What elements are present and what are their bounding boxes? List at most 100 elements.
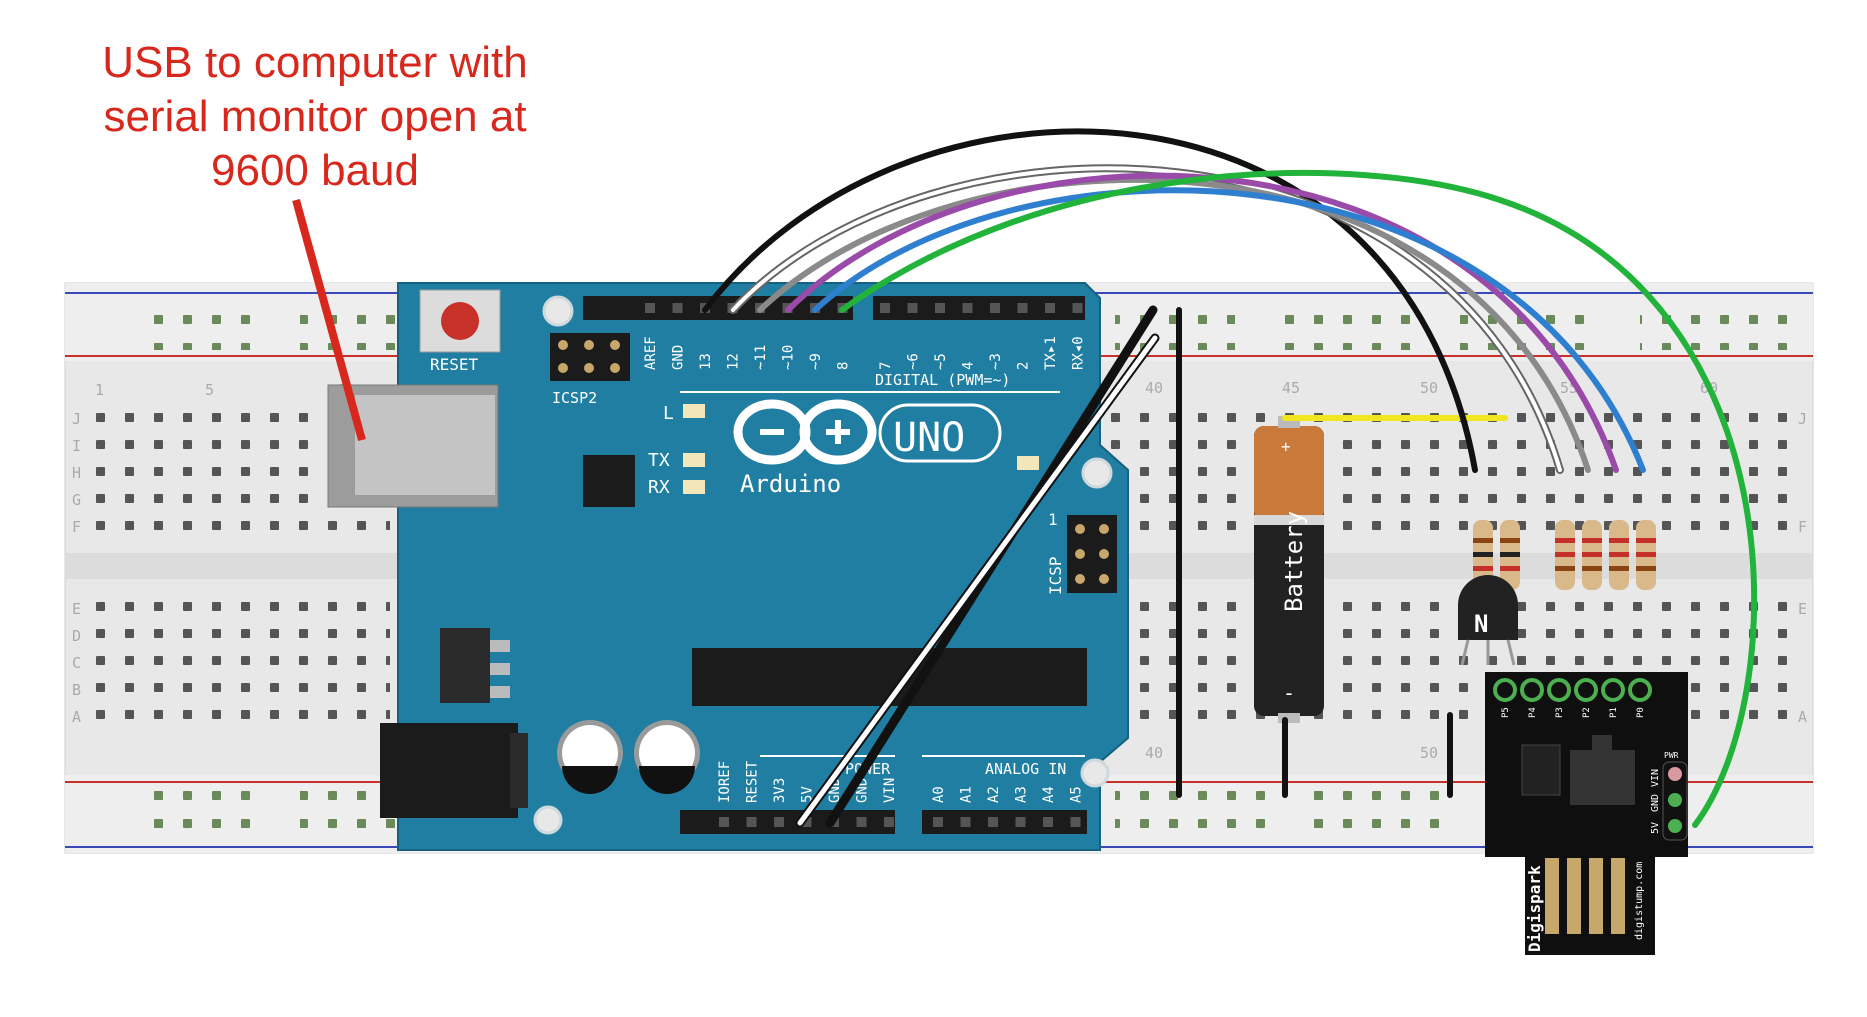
led-rx-label: RX [648, 477, 670, 498]
battery-plus: + [1281, 437, 1291, 456]
digispark-pin-label: P3 [1555, 707, 1565, 718]
pin-label: A2 [986, 786, 1002, 803]
digispark-pin[interactable] [1574, 678, 1598, 702]
digispark-pin-label: P5 [1501, 707, 1511, 718]
uno-badge [878, 403, 1002, 463]
header-pin[interactable] [746, 817, 757, 827]
row-letter: B [72, 681, 81, 699]
header-pin[interactable] [1015, 817, 1026, 827]
column-number: 50 [1420, 379, 1438, 397]
led-rx [683, 480, 705, 494]
pin-label: GND [671, 345, 687, 370]
header-pin[interactable] [907, 303, 918, 313]
header-pin[interactable] [935, 303, 945, 313]
digispark-pin-vin: VIN [1650, 769, 1661, 787]
pin-label: ~11 [753, 345, 769, 370]
digispark-pin[interactable] [1493, 678, 1517, 702]
header-pin[interactable] [988, 817, 998, 827]
header-pin[interactable] [884, 817, 894, 827]
pin-label: ~5 [933, 353, 949, 370]
pin-label: 5V [800, 786, 816, 803]
annotation-line: 9600 baud [211, 146, 419, 195]
header-pin[interactable] [719, 817, 729, 827]
pin-label: A1 [959, 786, 975, 803]
digispark-pin[interactable] [1520, 678, 1544, 702]
digispark-pin[interactable] [1628, 678, 1652, 702]
digispark-name: Digispark [1525, 865, 1544, 952]
header-pin[interactable] [856, 817, 867, 827]
header-pin[interactable] [880, 303, 890, 313]
wire-purple-arc [785, 172, 1619, 473]
row-letter: H [72, 464, 81, 482]
resistor [1500, 520, 1520, 590]
pin-label: 8 [836, 362, 852, 370]
npn-transistor: N [1458, 575, 1518, 666]
pin-label: IOREF [717, 761, 733, 803]
row-letter: C [72, 654, 81, 672]
pin-label: 4 [961, 362, 977, 370]
wire-white-arc [731, 166, 1562, 472]
header-pin[interactable] [1072, 303, 1083, 313]
digispark-pin-label: P4 [1528, 707, 1538, 718]
pin-label: AREF [643, 336, 659, 370]
pin-label: RX◂0 [1071, 336, 1087, 370]
row-letter: J [72, 410, 81, 428]
header-pin[interactable] [962, 303, 973, 313]
annotation-line: serial monitor open at [103, 92, 527, 141]
column-number: 1 [95, 381, 104, 399]
resistor [1636, 520, 1656, 590]
header-pin[interactable] [672, 303, 683, 313]
row-letter: I [72, 437, 81, 455]
header-pin[interactable] [960, 817, 971, 827]
pin-label: ~10 [781, 345, 797, 370]
header-pin[interactable] [801, 817, 812, 827]
column-number: 40 [1145, 379, 1163, 397]
usb-annotation: USB to computer with serial monitor open… [70, 36, 560, 198]
header-pin[interactable] [933, 817, 943, 827]
header-pin[interactable] [1043, 817, 1053, 827]
row-letter: A [1798, 708, 1807, 726]
row-letter: A [72, 708, 81, 726]
led-tx-label: TX [648, 450, 670, 471]
analog-header [922, 810, 1087, 834]
pin-label: 3V3 [772, 778, 788, 803]
wire-green-arc [839, 169, 1758, 828]
digital-header-a [583, 296, 853, 320]
header-pin[interactable] [1070, 817, 1081, 827]
digispark-pin-label: P0 [1636, 707, 1646, 718]
reset-label: RESET [430, 355, 479, 374]
wire-blue-arc [812, 187, 1646, 473]
annotation-line: USB to computer with [102, 38, 528, 87]
analog-label: ANALOG IN [985, 760, 1066, 778]
row-letter: E [1798, 600, 1807, 618]
icsp-label: ICSP [1046, 556, 1065, 595]
row-letter: E [72, 600, 81, 618]
pin-label: A5 [1069, 786, 1085, 803]
column-number: 5 [205, 381, 214, 399]
battery-label: Battery [1280, 511, 1308, 612]
reset-button-cap[interactable] [441, 302, 479, 340]
brand-label: Arduino [740, 470, 841, 498]
header-pin[interactable] [774, 817, 784, 827]
row-letter: J [1798, 410, 1807, 428]
pin-label: 7 [878, 362, 894, 370]
column-number: 50 [1420, 744, 1438, 762]
header-pin[interactable] [990, 303, 1000, 313]
pin-label: A0 [931, 786, 947, 803]
led-on [1017, 456, 1039, 470]
header-pin[interactable] [1045, 303, 1055, 313]
digispark-pin[interactable] [1601, 678, 1625, 702]
digispark-pin[interactable] [1547, 678, 1571, 702]
pin-label: ~3 [988, 353, 1004, 370]
pin-label: VIN [882, 778, 898, 803]
header-pin[interactable] [1017, 303, 1028, 313]
transistor-label: N [1474, 610, 1488, 638]
digispark-pin-5v: 5V [1650, 822, 1661, 834]
wires [702, 128, 1758, 828]
header-pin[interactable] [645, 303, 655, 313]
row-letter: G [72, 491, 81, 509]
column-number: 40 [1145, 744, 1163, 762]
